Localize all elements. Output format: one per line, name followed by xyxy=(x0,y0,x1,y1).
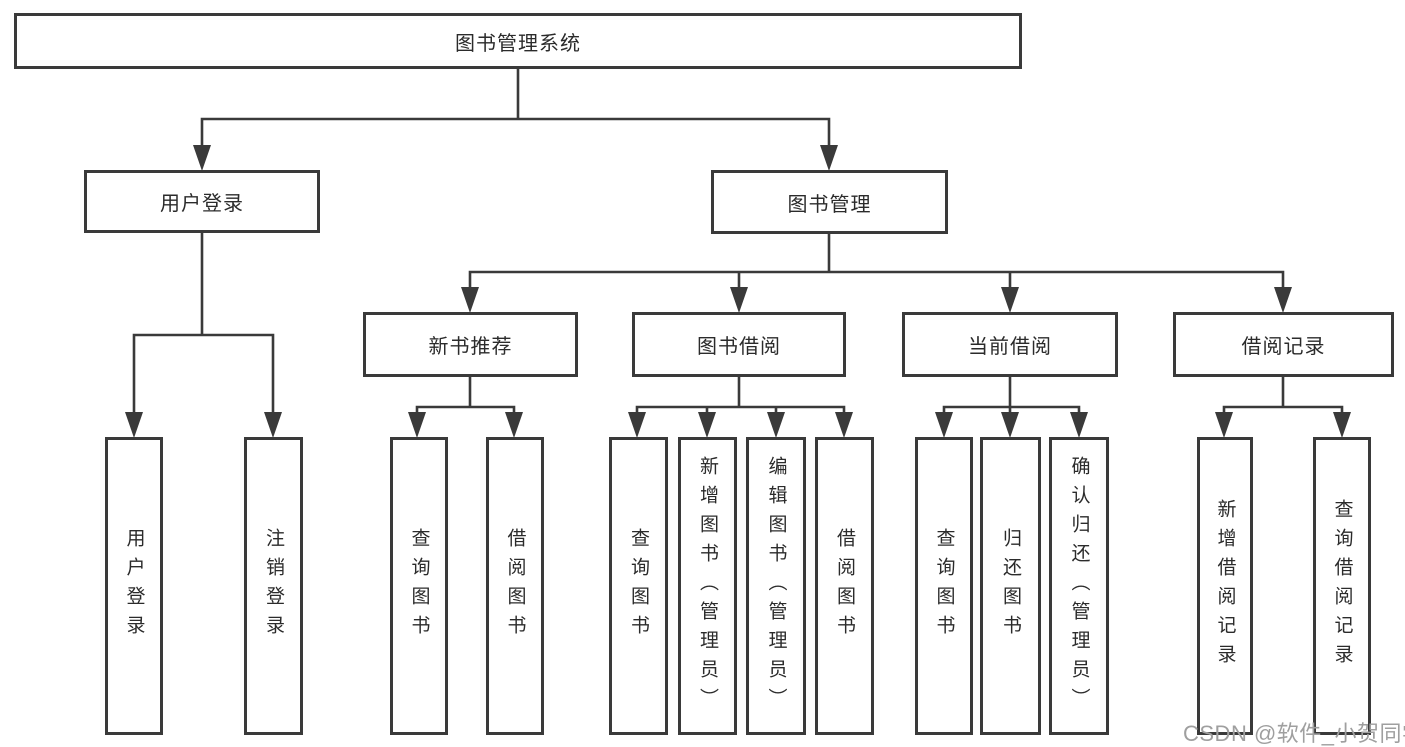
node-user-login-label: 用户登录 xyxy=(160,193,244,215)
leaf-query-books-current-label: 查询图书 xyxy=(933,528,955,644)
leaf-return-books: 归还图书 xyxy=(980,437,1041,735)
leaf-user-login-label: 用户登录 xyxy=(123,528,145,644)
leaf-query-books-current: 查询图书 xyxy=(915,437,973,735)
leaf-query-books-recommend: 查询图书 xyxy=(390,437,448,735)
node-root-label: 图书管理系统 xyxy=(455,32,581,55)
leaf-add-borrow-record-label: 新增借阅记录 xyxy=(1214,499,1236,673)
leaf-borrow-books-recommend-label: 借阅图书 xyxy=(504,528,526,644)
node-borrowing-records-label: 借阅记录 xyxy=(1241,336,1326,358)
leaf-return-books-label: 归还图书 xyxy=(1000,528,1021,644)
leaf-logout: 注销登录 xyxy=(244,437,303,735)
leaf-borrow-books-borrow: 借阅图书 xyxy=(815,437,874,735)
leaf-confirm-return-admin-label: 确认归还（管理员） xyxy=(1068,455,1090,717)
node-root: 图书管理系统 xyxy=(14,13,1022,69)
arrowheads xyxy=(125,145,1351,438)
leaf-logout-label: 注销登录 xyxy=(263,528,284,644)
leaf-query-books-recommend-label: 查询图书 xyxy=(408,528,430,644)
node-current-borrowing-label: 当前借阅 xyxy=(968,336,1052,358)
leaf-query-borrow-record-label: 查询借阅记录 xyxy=(1331,499,1353,673)
csdn-watermark: CSDN @软件_小贺同学 xyxy=(1183,721,1405,746)
node-user-login: 用户登录 xyxy=(84,170,320,233)
leaf-query-books-borrow: 查询图书 xyxy=(609,437,668,735)
leaf-user-login: 用户登录 xyxy=(105,437,163,735)
node-borrowing-records: 借阅记录 xyxy=(1173,312,1394,377)
node-book-management: 图书管理 xyxy=(711,170,948,234)
leaf-query-books-borrow-label: 查询图书 xyxy=(628,528,649,644)
leaf-add-borrow-record: 新增借阅记录 xyxy=(1197,437,1253,735)
leaf-edit-book-admin: 编辑图书（管理员） xyxy=(746,437,806,735)
leaf-query-borrow-record: 查询借阅记录 xyxy=(1313,437,1371,735)
leaf-borrow-books-borrow-label: 借阅图书 xyxy=(834,528,855,644)
node-new-book-recommendation: 新书推荐 xyxy=(363,312,578,377)
node-current-borrowing: 当前借阅 xyxy=(902,312,1118,377)
leaf-add-book-admin: 新增图书（管理员） xyxy=(678,437,737,735)
leaf-edit-book-admin-label: 编辑图书（管理员） xyxy=(765,455,787,717)
node-book-borrowing: 图书借阅 xyxy=(632,312,846,377)
leaf-confirm-return-admin: 确认归还（管理员） xyxy=(1049,437,1109,735)
node-new-book-recommendation-label: 新书推荐 xyxy=(428,336,513,358)
node-book-borrowing-label: 图书借阅 xyxy=(697,336,781,358)
leaf-borrow-books-recommend: 借阅图书 xyxy=(486,437,544,735)
leaf-add-book-admin-label: 新增图书（管理员） xyxy=(697,455,718,717)
node-book-management-label: 图书管理 xyxy=(787,193,872,216)
